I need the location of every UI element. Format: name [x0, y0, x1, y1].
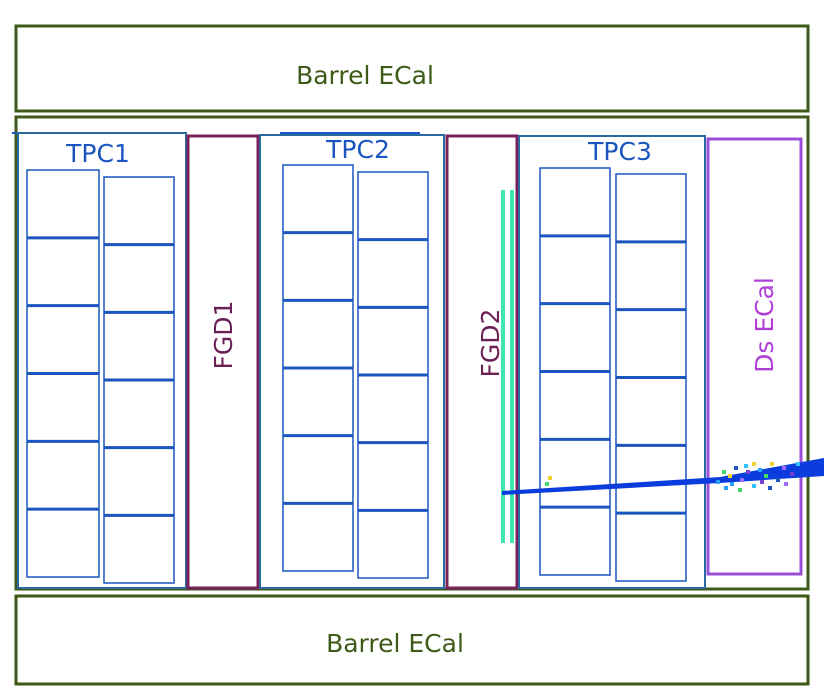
- shower-hit: [784, 482, 788, 486]
- fgd1-module: [186, 134, 260, 590]
- tpc3-cells: [539, 167, 687, 582]
- shower-hit: [790, 472, 794, 476]
- tpc1-cells: [26, 169, 175, 584]
- shower-hit: [782, 466, 786, 470]
- shower-hit: [716, 480, 720, 484]
- shower-hit: [770, 462, 774, 466]
- tpc3-module: [518, 135, 706, 589]
- shower-hit: [744, 464, 748, 468]
- shower-hit: [764, 474, 768, 478]
- shower-hit: [730, 482, 734, 486]
- ds-ecal-label: Ds ECal: [750, 277, 779, 373]
- shower-hit: [545, 482, 549, 486]
- shower-hit: [768, 486, 772, 490]
- shower-hit: [746, 470, 750, 474]
- shower-hit: [728, 474, 732, 478]
- shower-hit: [796, 462, 800, 466]
- shower-hit: [758, 468, 762, 472]
- shower-hit: [740, 478, 744, 482]
- shower-hit: [738, 488, 742, 492]
- fgd1-label: FGD1: [209, 301, 238, 370]
- shower-hit: [752, 462, 756, 466]
- ecal-shower-hits: [545, 462, 800, 492]
- shower-hit: [734, 466, 738, 470]
- inner-detector-frame: [14, 115, 810, 591]
- tpc1-module: [17, 132, 187, 589]
- shower-hit: [724, 486, 728, 490]
- shower-hit: [548, 476, 552, 480]
- shower-hit: [760, 480, 764, 484]
- particle-track: [502, 458, 824, 495]
- barrel-ecal-bottom: [14, 594, 810, 686]
- barrel-ecal-top-label: Barrel ECal: [296, 61, 434, 90]
- fgd2-module: [445, 134, 519, 590]
- shower-hit: [776, 478, 780, 482]
- tpc2-label: TPC2: [325, 135, 390, 164]
- tpc3-label: TPC3: [587, 137, 652, 166]
- tpc2-cells: [282, 164, 429, 579]
- shower-hit: [722, 470, 726, 474]
- ds-ecal-module: [706, 137, 803, 576]
- barrel-ecal-top: [14, 24, 810, 113]
- barrel-ecal-bottom-label: Barrel ECal: [326, 629, 464, 658]
- shower-hit: [752, 484, 756, 488]
- tpc2-module: [259, 134, 445, 589]
- fgd2-label: FGD2: [476, 309, 505, 378]
- tpc1-label: TPC1: [65, 139, 130, 168]
